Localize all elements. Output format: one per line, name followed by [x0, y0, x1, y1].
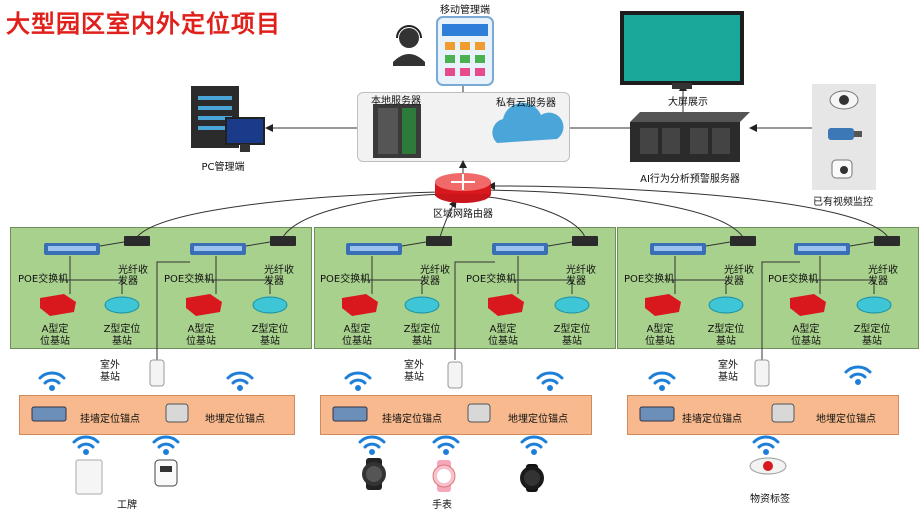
outdoor-station-label: 室外 基站: [404, 360, 424, 383]
z-station-label: Z型定位 基站: [403, 324, 441, 347]
ground-anchor-label: 地埋定位锚点: [508, 414, 568, 425]
fiber-transceiver-label: 光纤收 发器: [724, 265, 754, 287]
a-station-label: A型定 位基站: [342, 324, 372, 347]
z-station-label: Z型定位 基站: [553, 324, 591, 347]
cctv-label: 已有视频监控: [813, 197, 873, 208]
asset-tag-label: 物资标签: [750, 494, 790, 505]
wall-anchor-label: 挂墙定位锚点: [382, 414, 442, 425]
site-panel-1: [10, 227, 312, 349]
a-station-label: A型定 位基站: [645, 324, 675, 347]
z-station-label: Z型定位 基站: [103, 324, 141, 347]
cloud-server-label: 私有云服务器: [496, 98, 556, 109]
anchor-devices: [31, 403, 795, 423]
end-devices: [75, 457, 787, 495]
page-title: 大型园区室内外定位项目: [6, 10, 281, 38]
watch-label: 手表: [432, 500, 452, 511]
wifi-icons: [38, 365, 872, 455]
router-label: 区域网路由器: [433, 209, 493, 220]
poe-switch-label: POE交换机: [768, 274, 819, 285]
outdoor-stations: [149, 359, 770, 389]
top-illustrations: [191, 11, 876, 203]
fiber-transceiver-label: 光纤收 发器: [264, 265, 294, 287]
poe-switches: [44, 243, 850, 255]
fiber-transceiver-label: 光纤收 发器: [420, 265, 450, 287]
local-server-label: 本地服务器: [371, 96, 421, 107]
poe-switch-label: POE交换机: [164, 274, 215, 285]
poe-switch-label: POE交换机: [466, 274, 517, 285]
z-station-label: Z型定位 基站: [707, 324, 745, 347]
z-station-label: Z型定位 基站: [251, 324, 289, 347]
poe-switch-label: POE交换机: [624, 274, 675, 285]
ground-anchor-label: 地埋定位锚点: [816, 414, 876, 425]
pc-terminal-label: PC管理端: [201, 162, 245, 173]
wall-anchor-label: 挂墙定位锚点: [80, 414, 140, 425]
a-station-label: A型定 位基站: [791, 324, 821, 347]
ground-anchor-label: 地埋定位锚点: [205, 414, 265, 425]
poe-switch-label: POE交换机: [18, 274, 69, 285]
fiber-transceivers: [124, 236, 900, 246]
a-type-stations: [40, 294, 826, 316]
ai-server-label: AI行为分析预警服务器: [640, 174, 740, 185]
poe-switch-label: POE交换机: [320, 274, 371, 285]
big-screen-label: 大屏展示: [668, 97, 708, 108]
outdoor-station-label: 室外 基站: [100, 360, 120, 383]
z-type-stations: [104, 296, 892, 314]
fiber-transceiver-label: 光纤收 发器: [118, 265, 148, 287]
a-station-label: A型定 位基站: [40, 324, 70, 347]
fiber-transceiver-label: 光纤收 发器: [566, 265, 596, 287]
a-station-label: A型定 位基站: [488, 324, 518, 347]
mobile-terminal-label: 移动管理端: [440, 5, 490, 16]
a-station-label: A型定 位基站: [186, 324, 216, 347]
z-station-label: Z型定位 基站: [853, 324, 891, 347]
fiber-transceiver-label: 光纤收 发器: [868, 265, 898, 287]
outdoor-station-label: 室外 基站: [718, 360, 738, 383]
wall-anchor-label: 挂墙定位锚点: [682, 414, 742, 425]
connector-lines: [136, 77, 889, 360]
badge-label: 工牌: [117, 500, 137, 511]
